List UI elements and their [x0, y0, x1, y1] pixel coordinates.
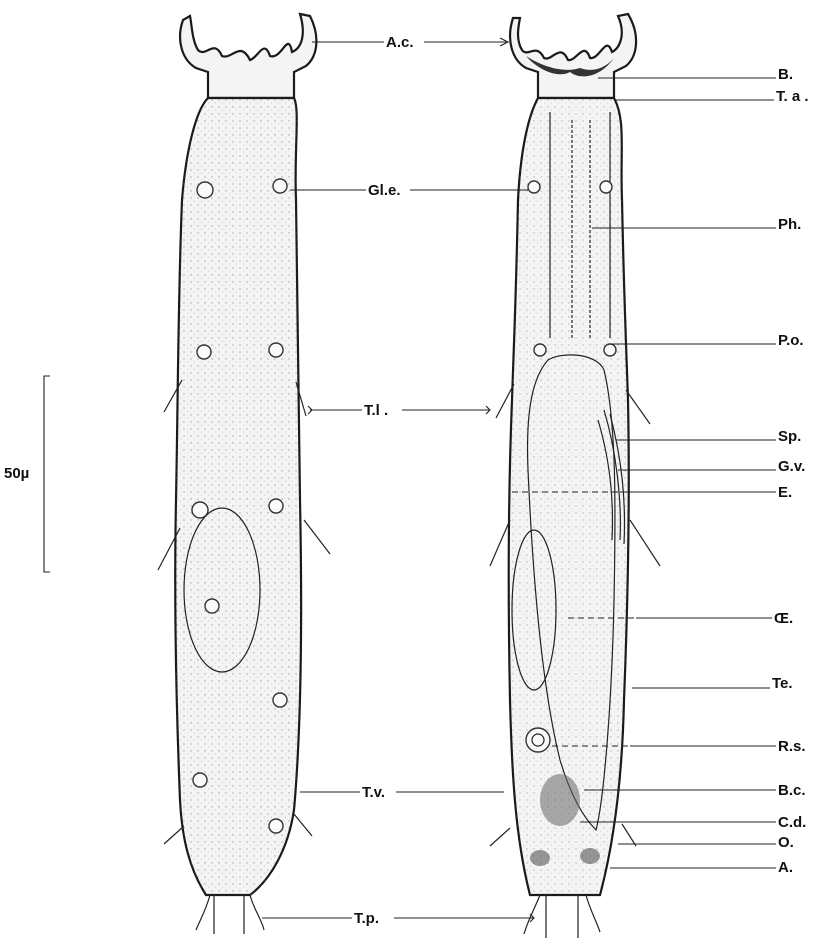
scale-bar: 50µ [4, 376, 50, 572]
label-ta: T. a . [776, 88, 809, 105]
center-labels: A.c. Gl.e. T.l . T.v. T.p. [262, 34, 534, 927]
label-ac: A.c. [386, 34, 414, 51]
label-e: E. [778, 484, 792, 501]
label-po: P.o. [778, 332, 804, 349]
right-specimen [490, 14, 660, 938]
label-a: A. [778, 859, 793, 876]
label-sp: Sp. [778, 428, 801, 445]
label-bc: B.c. [778, 782, 806, 799]
label-cd: C.d. [778, 814, 806, 831]
label-tp: T.p. [354, 910, 379, 927]
label-b: B. [778, 66, 793, 83]
label-o: O. [778, 834, 794, 851]
scale-bar-label: 50µ [4, 465, 29, 482]
label-te: Te. [772, 675, 793, 692]
label-oe: Œ. [774, 610, 793, 627]
label-gle: Gl.e. [368, 182, 401, 199]
label-gv: G.v. [778, 458, 805, 475]
label-tv: T.v. [362, 784, 385, 801]
label-rs: R.s. [778, 738, 806, 755]
label-ph: Ph. [778, 216, 801, 233]
label-tl: T.l . [364, 402, 388, 419]
left-specimen [158, 14, 330, 934]
